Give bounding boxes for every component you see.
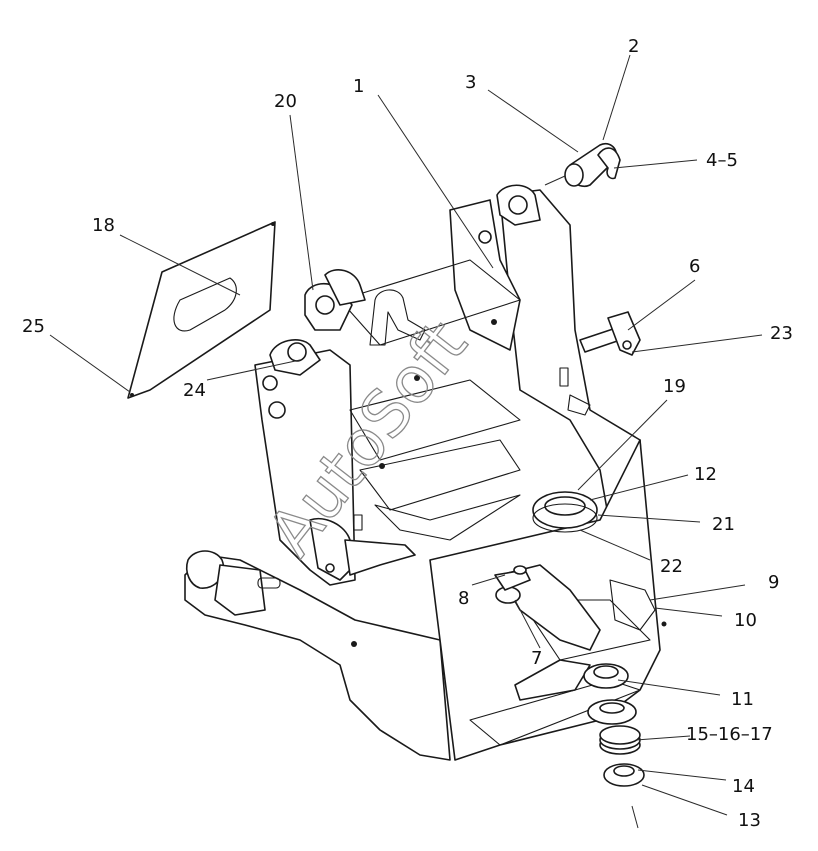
callout-labels: 1 2 3 4–5 6 7 8 9 10 11 12 13 14 15–16–1… bbox=[22, 36, 793, 831]
callout-22: 22 bbox=[660, 556, 683, 577]
callout-2: 2 bbox=[628, 36, 639, 57]
callout-6: 6 bbox=[689, 256, 700, 277]
callout-3: 3 bbox=[465, 72, 476, 93]
callout-7: 7 bbox=[531, 648, 542, 669]
cover-plate bbox=[127, 221, 276, 399]
callout-12: 12 bbox=[694, 464, 717, 485]
callout-20: 20 bbox=[274, 91, 297, 112]
pin-assembly-top bbox=[544, 142, 621, 187]
bearing-stack bbox=[583, 663, 645, 829]
callout-19: 19 bbox=[663, 376, 686, 397]
callout-21: 21 bbox=[712, 514, 735, 535]
callout-4-5: 4–5 bbox=[706, 150, 738, 171]
callout-11: 11 bbox=[731, 689, 754, 710]
pin-assembly-right bbox=[579, 311, 641, 356]
callout-18: 18 bbox=[92, 215, 115, 236]
leader-lines bbox=[49, 54, 763, 816]
callout-10: 10 bbox=[734, 610, 757, 631]
callout-13: 13 bbox=[738, 810, 761, 831]
callout-23: 23 bbox=[770, 323, 793, 344]
callout-25: 25 bbox=[22, 316, 45, 337]
callout-14: 14 bbox=[732, 776, 755, 797]
callout-8: 8 bbox=[458, 588, 469, 609]
callout-1: 1 bbox=[353, 76, 364, 97]
callout-24: 24 bbox=[183, 380, 206, 401]
callout-15-16-17: 15–16–17 bbox=[686, 724, 773, 745]
callout-9: 9 bbox=[768, 572, 779, 593]
flange-upper bbox=[532, 491, 598, 533]
